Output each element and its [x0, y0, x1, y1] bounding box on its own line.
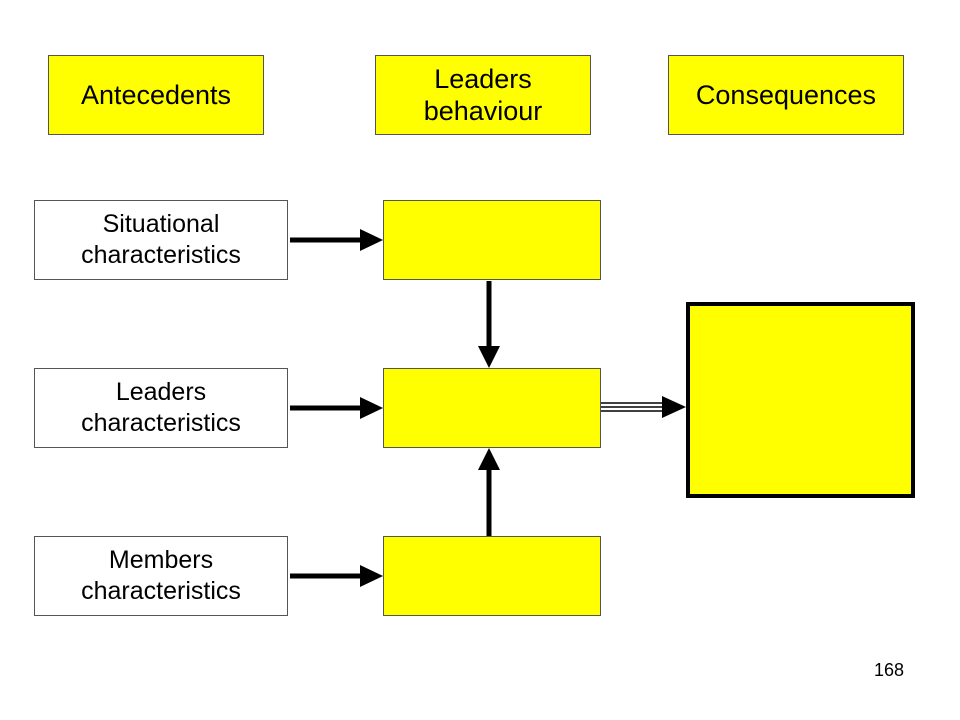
behaviour-box-top [383, 200, 601, 280]
antecedents-header-label: Antecedents [80, 79, 232, 110]
arrow-behaviour-to-consequences [601, 396, 686, 418]
arrow-leaders-to-behaviour [290, 397, 383, 419]
situational-characteristics-box: Situational characteristics [34, 200, 288, 280]
arrow-top-to-middle-behaviour [478, 281, 500, 368]
arrow-bottom-to-middle-behaviour [478, 448, 500, 536]
arrow-situational-to-behaviour [290, 229, 383, 251]
page-number: 168 [873, 660, 904, 680]
consequences-header-label: Consequences [695, 79, 877, 110]
situational-characteristics-label: Situational characteristics [81, 209, 241, 269]
members-characteristics-label: Members characteristics [81, 545, 241, 605]
leaders-characteristics-label: Leaders characteristics [81, 377, 241, 437]
leaders-characteristics-box: Leaders characteristics [34, 368, 288, 448]
leaders-behaviour-header: Leaders behaviour [375, 55, 591, 135]
consequences-header: Consequences [668, 55, 904, 135]
behaviour-box-bottom [383, 536, 601, 616]
arrow-members-to-behaviour [290, 565, 383, 587]
antecedents-header: Antecedents [48, 55, 264, 135]
consequences-box [686, 302, 915, 498]
behaviour-box-middle [383, 368, 601, 448]
members-characteristics-box: Members characteristics [34, 536, 288, 616]
leaders-behaviour-header-label: Leaders behaviour [423, 63, 543, 126]
